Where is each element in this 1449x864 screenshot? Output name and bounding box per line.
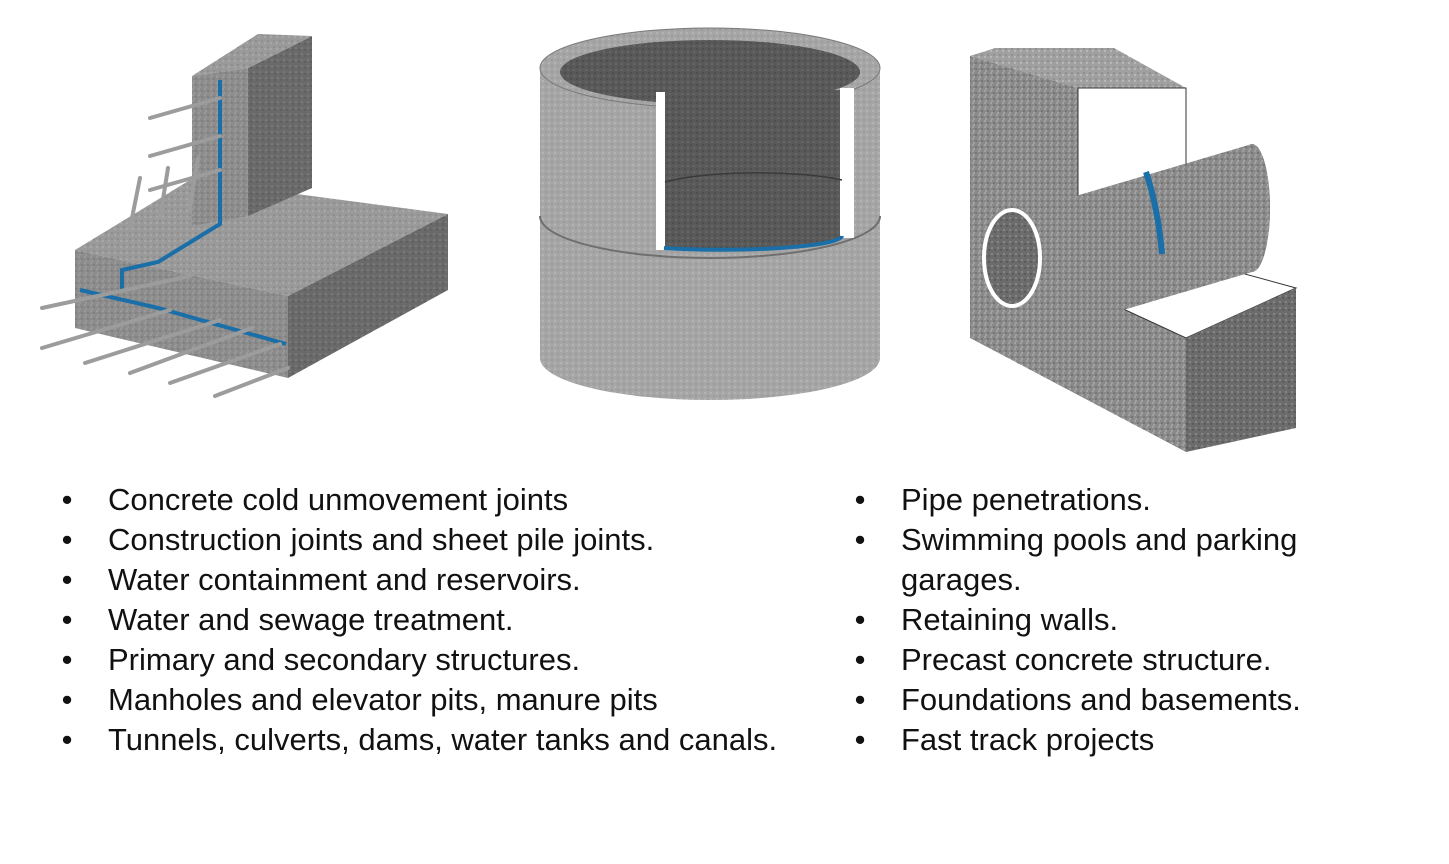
list-item: Precast concrete structure. <box>853 640 1341 680</box>
illustrations-panel <box>40 27 1298 452</box>
slab-wall-joint-illustration <box>40 34 448 398</box>
list-item: Primary and secondary structures. <box>60 640 777 680</box>
list-item: Manholes and elevator pits, manure pits <box>60 680 777 720</box>
list-item: Construction joints and sheet pile joint… <box>60 520 777 560</box>
list-item: Retaining walls. <box>853 600 1341 640</box>
list-item: Concrete cold unmovement joints <box>60 480 777 520</box>
list-item: Pipe penetrations. <box>853 480 1341 520</box>
list-item: Swimming pools and parking garages. <box>853 520 1341 600</box>
list-item: Water and sewage treatment. <box>60 600 777 640</box>
list-item: Water containment and reservoirs. <box>60 560 777 600</box>
pipe-penetration-illustration <box>970 48 1298 452</box>
list-item: Foundations and basements. <box>853 680 1341 720</box>
left-bullet-list: Concrete cold unmovement joints Construc… <box>60 480 777 760</box>
list-item: Tunnels, culverts, dams, water tanks and… <box>60 720 777 760</box>
tank-joint-illustration <box>539 27 881 400</box>
right-bullet-list: Pipe penetrations. Swimming pools and pa… <box>853 480 1341 760</box>
list-item: Fast track projects <box>853 720 1341 760</box>
